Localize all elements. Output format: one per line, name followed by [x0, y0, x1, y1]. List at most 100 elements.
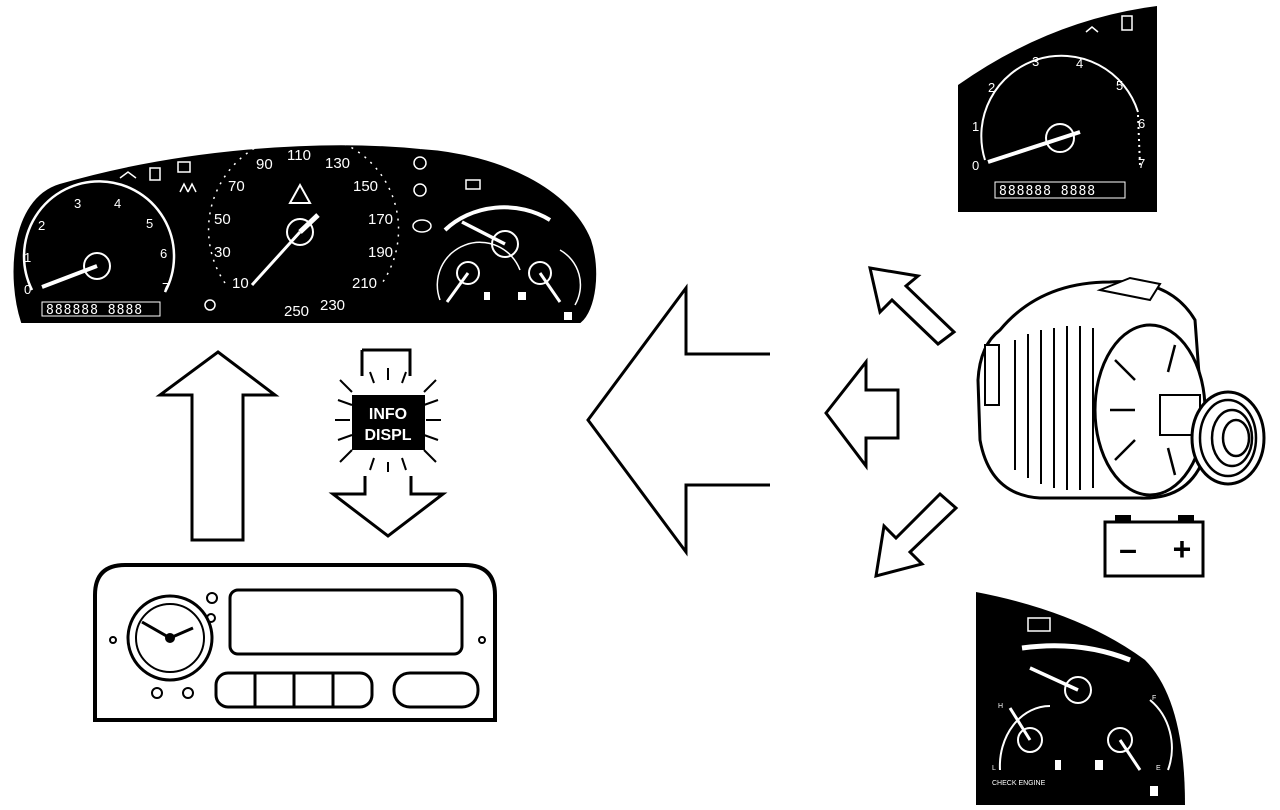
tacho-closeup-label-7: 7: [1138, 156, 1145, 171]
fuel-pump-icon: [518, 292, 526, 300]
battery: – +: [1103, 515, 1205, 578]
info-display-line1: INFO: [369, 406, 407, 423]
closeup-lamp-icon: [1085, 26, 1099, 33]
tacho-closeup-label-3: 3: [1032, 54, 1039, 69]
closeup-temp-needle: [1008, 707, 1032, 741]
arrow-down-left: [874, 491, 959, 579]
clock-hour-hand: [141, 620, 171, 640]
speed-label-190: 190: [368, 244, 393, 261]
sid-screw-2: [206, 613, 216, 623]
brake-warning-icon: [413, 156, 427, 170]
battery-lamp-icon: [465, 179, 481, 190]
tacho-closeup-label-0: 0: [972, 158, 979, 173]
info-display-line2: DISPL: [364, 427, 411, 444]
fog-light-icon: [149, 167, 161, 181]
closeup-fuel-needle: [1118, 739, 1142, 771]
warning-triangle-icon: [288, 182, 312, 204]
sid-button-1[interactable]: [236, 675, 254, 705]
temp-gauge-hub: [456, 261, 480, 285]
sid-clear-button[interactable]: [392, 671, 480, 709]
boost-needle: [461, 220, 506, 246]
tacho-label-1: 1: [24, 250, 31, 265]
headlight-icon: [177, 161, 191, 173]
speed-label-110: 110: [287, 147, 311, 164]
tachometer-needle: [41, 264, 98, 289]
info-display-box: [352, 395, 425, 450]
abs-icon: [413, 183, 427, 197]
tacho-closeup-odometer: 888888 8888: [999, 184, 1096, 199]
tacho-label-4: 4: [114, 196, 121, 211]
speed-label-130: 130: [325, 155, 350, 172]
speed-label-230: 230: [320, 297, 345, 314]
tacho-closeup-needle: [987, 130, 1081, 164]
sid-screw-1: [206, 592, 218, 604]
tacho-label-5: 5: [146, 216, 153, 231]
closeup-temp-high: H: [998, 703, 1003, 710]
speed-label-210: 210: [352, 275, 377, 292]
closeup-fog-light-icon: [1121, 15, 1133, 31]
warning-lamps-right: [412, 156, 481, 233]
tacho-label-3: 3: [74, 196, 81, 211]
battery-plus-sign: +: [1173, 531, 1192, 567]
fuel-gauge-hub: [528, 261, 552, 285]
flash-rays: [335, 368, 441, 472]
fuel-needle: [538, 272, 562, 303]
speed-label-70: 70: [228, 178, 245, 195]
gauge-closeup: H L F E CHECK ENGINE: [976, 592, 1185, 805]
alternator-fins: [1014, 326, 1094, 490]
speed-label-50: 50: [214, 211, 231, 228]
tacho-label-6: 6: [160, 246, 167, 261]
trip-reset-knob[interactable]: [204, 299, 216, 311]
combined-gauges: [436, 205, 582, 320]
speedometer: 10 30 50 70 90 110 130 150 170 190 210 2…: [204, 133, 400, 320]
closeup-fuel-low-icon: [1150, 786, 1158, 796]
arrow-left: [824, 357, 900, 471]
sid-knob-2[interactable]: [182, 687, 194, 699]
tacho-closeup-label-4: 4: [1076, 56, 1083, 71]
lamp-icon: [119, 171, 137, 179]
sid-button-4[interactable]: [334, 675, 370, 705]
odometer-display: 888888 8888: [46, 303, 143, 318]
clock-center: [165, 633, 175, 643]
battery-terminal-neg: [1115, 515, 1131, 525]
fuel-low-icon: [564, 312, 572, 320]
battery-terminal-pos: [1178, 515, 1194, 525]
speed-label-150: 150: [353, 178, 378, 195]
tacho-closeup-label-6: 6: [1138, 116, 1145, 131]
speed-label-30: 30: [214, 244, 231, 261]
sid-knob-1[interactable]: [151, 687, 163, 699]
alternator-pulley: [1159, 390, 1266, 486]
closeup-check-engine: CHECK ENGINE: [992, 780, 1046, 787]
alternator: [976, 276, 1266, 500]
speedometer-needle-lower: [250, 230, 302, 287]
arrow-up-left: [868, 266, 957, 346]
tachometer: 0 1 2 3 4 5 6 7: [22, 180, 176, 297]
sid-button-3[interactable]: [295, 675, 332, 705]
odometer-frame: [41, 301, 161, 317]
speed-label-90: 90: [256, 156, 273, 173]
speed-label-10: 10: [232, 275, 249, 292]
closeup-coolant-icon: [1055, 760, 1061, 770]
info-display-group: INFO DISPL: [328, 348, 448, 538]
tacho-closeup-label-1: 1: [972, 119, 979, 134]
tacho-label-2: 2: [38, 218, 45, 233]
closeup-boost-arc: [1021, 643, 1131, 663]
main-instrument-cluster: 0 1 2 3 4 5 6 7 888888 8888 10 30: [13, 133, 597, 323]
tacho-closeup-label-5: 5: [1116, 78, 1123, 93]
sid-button-2[interactable]: [256, 675, 293, 705]
tacho-label-7: 7: [162, 280, 169, 295]
battery-body: [1103, 520, 1205, 578]
speed-label-250: 250: [284, 303, 309, 320]
closeup-battery-icon: [1027, 617, 1051, 632]
closeup-temp-low: L: [992, 765, 996, 772]
sid-screen: [228, 588, 464, 656]
battery-minus-sign: –: [1119, 531, 1137, 567]
coolant-temp-icon: [484, 292, 490, 300]
speedometer-needle-upper: [298, 213, 320, 234]
tachometer-closeup: 0 1 2 3 4 5 6 7 888888 8888: [958, 6, 1157, 212]
speed-label-170: 170: [368, 211, 393, 228]
tacho-closeup-label-2: 2: [988, 80, 995, 95]
closeup-fuel-empty: E: [1156, 765, 1161, 772]
warning-lamps-left: [119, 161, 197, 193]
